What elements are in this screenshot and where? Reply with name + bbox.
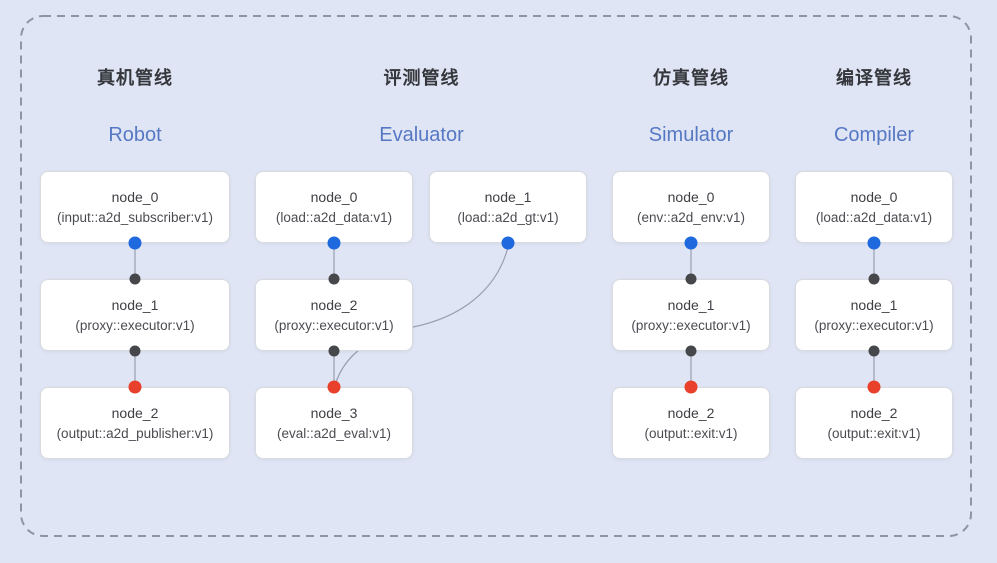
node-subtitle: (output::a2d_publisher:v1) xyxy=(56,425,214,441)
simulator-node-2-input-port-dot xyxy=(684,380,698,394)
node-subtitle: (input::a2d_subscriber:v1) xyxy=(56,209,214,225)
evaluator-node-1-output-port-dot xyxy=(501,236,515,250)
node-subtitle: (proxy::executor:v1) xyxy=(814,317,934,333)
node-title: node_2 xyxy=(850,404,898,421)
simulator-node-2: node_2 (output::exit:v1) xyxy=(612,387,770,459)
node-subtitle: (output::exit:v1) xyxy=(644,425,738,441)
pipeline-title-zh-simulator: 仿真管线 xyxy=(653,68,729,88)
node-subtitle: (proxy::executor:v1) xyxy=(274,317,394,333)
node-subtitle: (load::a2d_data:v1) xyxy=(815,209,933,225)
pipeline-title-en-simulator: Simulator xyxy=(648,124,734,146)
node-subtitle: (output::exit:v1) xyxy=(827,425,921,441)
pipeline-title-zh-robot: 真机管线 xyxy=(97,68,173,88)
node-title: node_0 xyxy=(667,188,715,205)
simulator-node-0-output-port-dot xyxy=(684,236,698,250)
node-title: node_2 xyxy=(111,404,159,421)
node-title: node_1 xyxy=(111,296,159,313)
node-subtitle: (env::a2d_env:v1) xyxy=(636,209,746,225)
compiler-node-1-input-port-dot xyxy=(868,273,880,285)
pipeline-title-en-compiler: Compiler xyxy=(833,124,915,146)
node-title: node_0 xyxy=(850,188,898,205)
edge-evaluator-1-3-curve xyxy=(334,242,510,386)
pipeline-title-zh-evaluator: 评测管线 xyxy=(383,68,460,88)
evaluator-node-2: node_2 (proxy::executor:v1) xyxy=(255,279,413,351)
robot-node-0-output-port-dot xyxy=(128,236,142,250)
node-title: node_1 xyxy=(850,296,898,313)
compiler-node-2-input-port-dot xyxy=(867,380,881,394)
node-title: node_0 xyxy=(111,188,159,205)
compiler-node-1-output-port-dot xyxy=(868,345,880,357)
robot-node-1-input-port-dot xyxy=(129,273,141,285)
robot-node-1-output-port-dot xyxy=(129,345,141,357)
evaluator-node-2-input-port-dot xyxy=(328,273,340,285)
node-title: node_1 xyxy=(484,188,532,205)
robot-node-2: node_2 (output::a2d_publisher:v1) xyxy=(40,387,230,459)
evaluator-node-3-input-port-dot xyxy=(327,380,341,394)
node-subtitle: (proxy::executor:v1) xyxy=(75,317,195,333)
simulator-node-1-input-port-dot xyxy=(685,273,697,285)
evaluator-node-0: node_0 (load::a2d_data:v1) xyxy=(255,171,413,243)
node-title: node_0 xyxy=(310,188,358,205)
node-subtitle: (eval::a2d_eval:v1) xyxy=(276,425,392,441)
compiler-node-1: node_1 (proxy::executor:v1) xyxy=(795,279,953,351)
node-subtitle: (proxy::executor:v1) xyxy=(631,317,751,333)
node-title: node_2 xyxy=(667,404,715,421)
node-title: node_2 xyxy=(310,296,358,313)
pipeline-title-zh-compiler: 编译管线 xyxy=(836,68,912,88)
node-subtitle: (load::a2d_data:v1) xyxy=(275,209,393,225)
compiler-node-0: node_0 (load::a2d_data:v1) xyxy=(795,171,953,243)
node-title: node_1 xyxy=(667,296,715,313)
dashed-frame xyxy=(20,15,972,537)
robot-node-2-input-port-dot xyxy=(128,380,142,394)
pipeline-title-en-robot: Robot xyxy=(108,124,162,146)
node-title: node_3 xyxy=(310,404,358,421)
evaluator-node-0-output-port-dot xyxy=(327,236,341,250)
simulator-node-1: node_1 (proxy::executor:v1) xyxy=(612,279,770,351)
simulator-node-0: node_0 (env::a2d_env:v1) xyxy=(612,171,770,243)
evaluator-node-2-output-port-dot xyxy=(328,345,340,357)
compiler-node-2: node_2 (output::exit:v1) xyxy=(795,387,953,459)
evaluator-node-3: node_3 (eval::a2d_eval:v1) xyxy=(255,387,413,459)
evaluator-node-1: node_1 (load::a2d_gt:v1) xyxy=(429,171,587,243)
node-subtitle: (load::a2d_gt:v1) xyxy=(457,209,559,225)
robot-node-0: node_0 (input::a2d_subscriber:v1) xyxy=(40,171,230,243)
pipeline-title-en-evaluator: Evaluator xyxy=(379,124,464,146)
simulator-node-1-output-port-dot xyxy=(685,345,697,357)
compiler-node-0-output-port-dot xyxy=(867,236,881,250)
robot-node-1: node_1 (proxy::executor:v1) xyxy=(40,279,230,351)
